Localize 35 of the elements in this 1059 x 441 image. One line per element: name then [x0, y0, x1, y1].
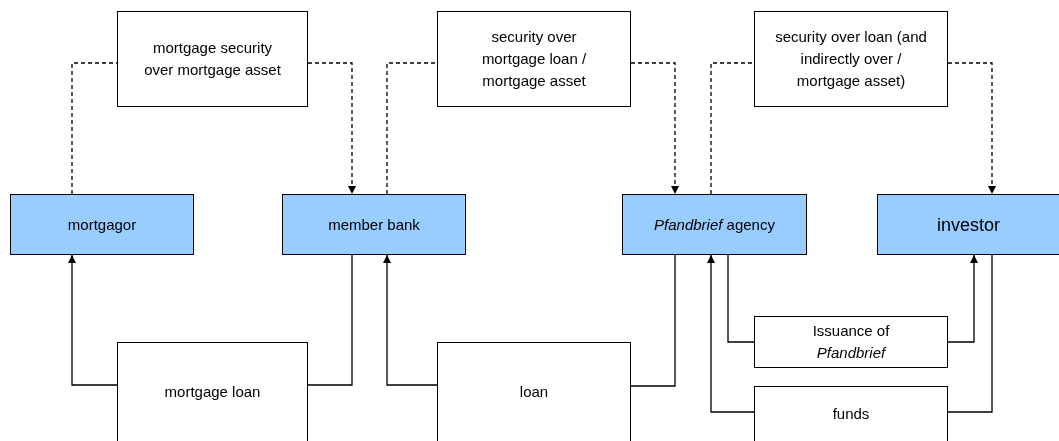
- process-box: [437, 342, 631, 441]
- connector-line: [386, 62, 438, 195]
- box-label: Pfandbrief agency: [653, 214, 776, 235]
- box-label: mortgage loan: [163, 382, 262, 402]
- party-box: [10, 194, 194, 255]
- box-label: security over mortgage loan / mortgage asset: [480, 27, 588, 91]
- box-label: mortgage security over mortgage asset: [143, 38, 282, 80]
- arrow: [947, 62, 996, 195]
- connector-line: [307, 254, 353, 386]
- arrow: [630, 62, 679, 195]
- arrow: [947, 254, 978, 343]
- arrow: [68, 254, 118, 386]
- process-box: [754, 11, 948, 107]
- box-label: security over loan (and indirectly over / mortgage asset): [774, 27, 928, 91]
- box-label: investor: [936, 213, 1001, 236]
- arrow: [383, 254, 438, 386]
- process-box: [117, 11, 308, 107]
- connector-line: [727, 254, 755, 343]
- arrow: [307, 62, 356, 195]
- process-box: [437, 11, 631, 107]
- box-label: Issuance of Pfandbrief: [811, 321, 891, 363]
- box-label: loan: [518, 382, 550, 402]
- connector-line: [630, 254, 676, 387]
- box-label: member bank: [327, 214, 421, 235]
- party-box: [282, 194, 466, 255]
- party-box: [622, 194, 807, 255]
- connector-line: [710, 62, 755, 195]
- process-box: [117, 342, 308, 441]
- arrow: [707, 254, 755, 413]
- box-label: mortgagor: [66, 214, 138, 235]
- connector-line: [947, 254, 993, 413]
- process-box: [754, 316, 948, 368]
- process-box: [754, 386, 948, 441]
- party-box: [877, 194, 1059, 255]
- box-label: funds: [831, 404, 871, 424]
